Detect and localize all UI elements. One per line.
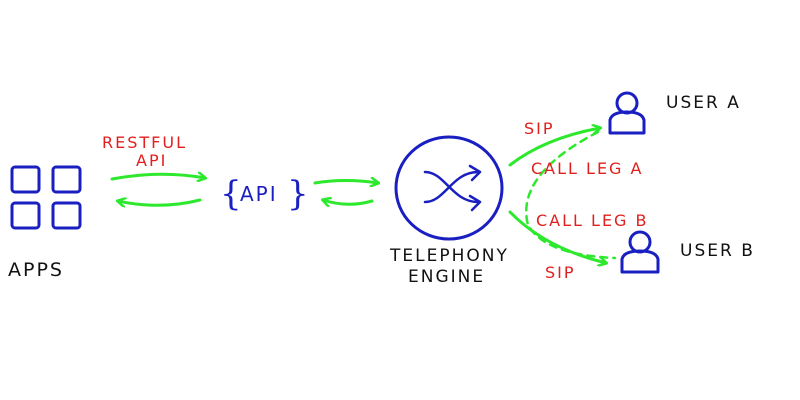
app-grid-icon <box>10 165 82 230</box>
arrow-sip-user-b <box>508 210 606 263</box>
user-icon <box>608 91 646 135</box>
call-leg-dashed-line <box>525 130 617 260</box>
api-brace-left: { <box>220 174 242 214</box>
call-leg-b-label: CALL LEG B <box>536 211 649 230</box>
user-a-label: USER A <box>666 93 741 113</box>
apps-label: APPS <box>8 259 64 281</box>
arrow-api-to-apps <box>118 200 202 205</box>
engine-label-line1: TELEPHONY <box>389 246 509 266</box>
arrow-apps-to-api <box>110 174 205 179</box>
sip-label-a: SIP <box>524 119 555 138</box>
arrow-engine-to-api <box>323 200 374 204</box>
arrow-api-to-engine <box>313 181 378 184</box>
api-box: { API } <box>220 174 309 214</box>
sip-label-b: SIP <box>545 263 576 282</box>
restful-label: RESTFUL <box>102 133 187 152</box>
engine-label-line2: ENGINE <box>408 267 485 287</box>
api-brace-right: } <box>287 174 309 214</box>
shuffle-icon <box>423 164 482 212</box>
user-b-label: USER B <box>680 241 755 261</box>
telephony-engine <box>394 135 504 241</box>
arrow-sip-user-a <box>508 128 600 167</box>
user-icon <box>620 230 660 274</box>
api-box-label: API <box>240 182 278 206</box>
restful-api-label: API <box>136 151 167 170</box>
call-leg-a-label: CALL LEG A <box>531 159 643 178</box>
